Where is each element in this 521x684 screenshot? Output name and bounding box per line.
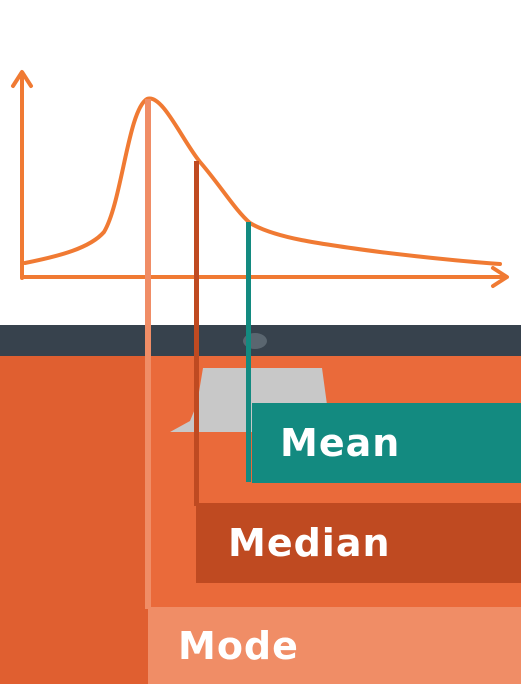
mode-label-text: Mode <box>178 623 299 668</box>
ground-shade <box>0 356 150 684</box>
median-label-text: Median <box>228 521 391 565</box>
mean-label: Mean <box>252 403 521 483</box>
median-line <box>194 161 199 506</box>
axis-arrow-icon <box>491 266 509 288</box>
mode-line <box>145 99 151 609</box>
median-label: Median <box>196 503 521 583</box>
mean-label-text: Mean <box>280 421 401 465</box>
mean-line <box>246 222 251 482</box>
sky-background <box>0 0 521 325</box>
distribution-curve <box>23 96 502 266</box>
x-axis <box>20 266 509 288</box>
axis-arrow-icon <box>11 70 33 88</box>
mode-label: Mode <box>148 607 521 684</box>
y-axis <box>11 70 33 280</box>
